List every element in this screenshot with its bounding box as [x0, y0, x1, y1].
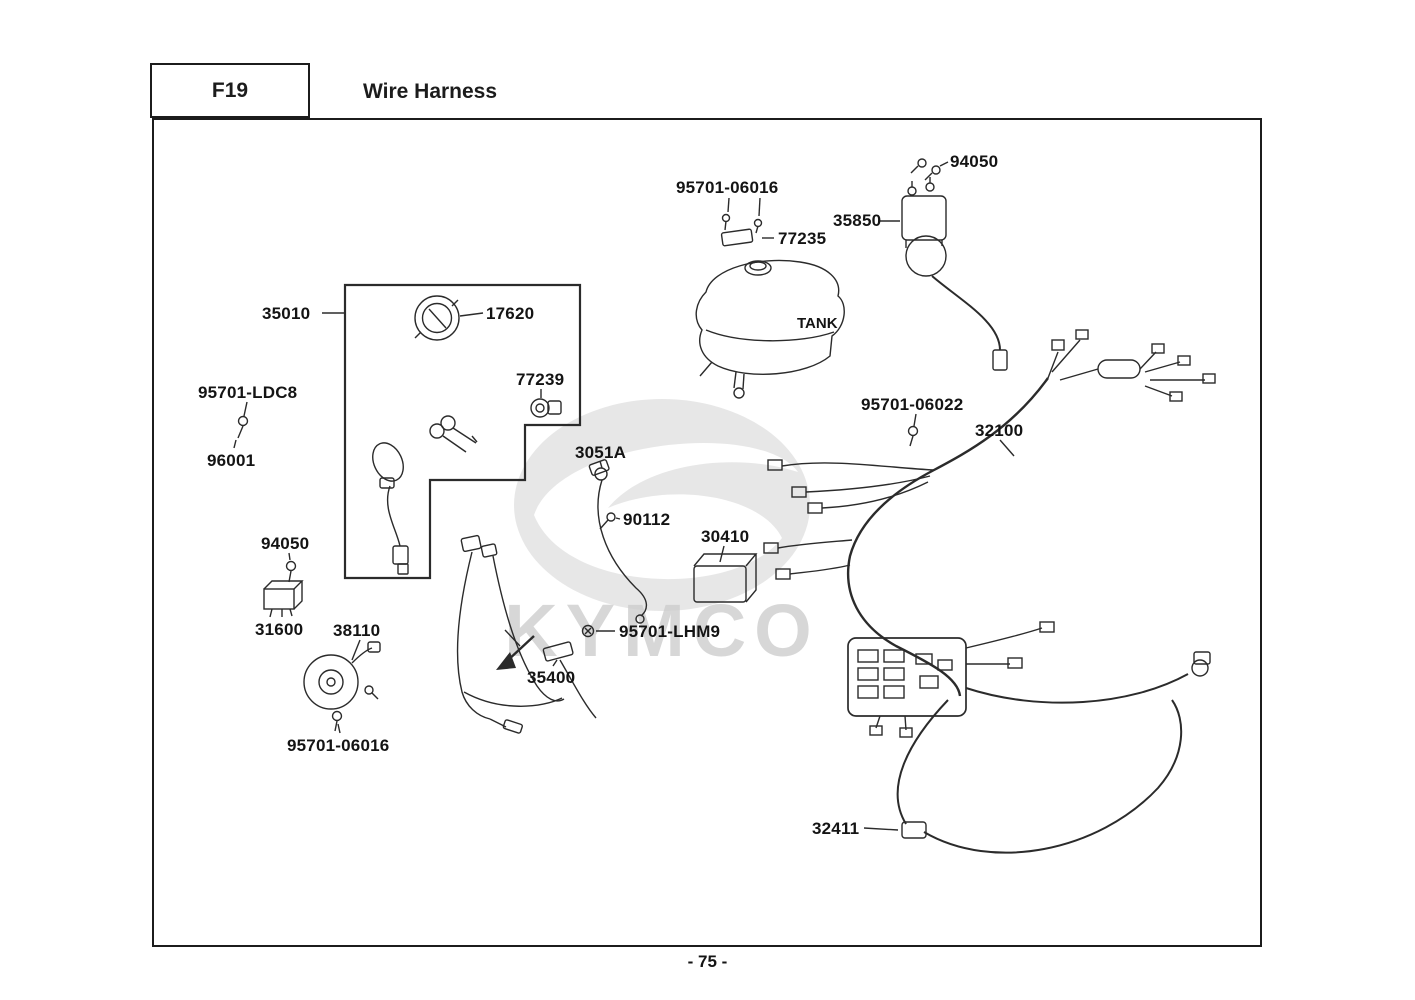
part-label-96001: 96001 — [207, 451, 256, 470]
center-stand-drawing — [456, 534, 565, 734]
part-label-35010: 35010 — [262, 304, 311, 323]
part-label-3051a: 3051A — [575, 443, 627, 462]
part-label-38110: 38110 — [333, 621, 381, 640]
part-label-77235: 77235 — [778, 229, 827, 248]
part-label-31600: 31600 — [255, 620, 304, 639]
pulse-sensor-3051a-drawing — [588, 459, 648, 624]
fuel-tank-drawing — [695, 259, 845, 399]
part-label-30410: 30410 — [701, 527, 750, 546]
screw-95701-lhm9-drawing — [581, 624, 615, 638]
cdi-unit-30410-drawing — [693, 545, 758, 603]
page-number: - 75 - — [687, 952, 728, 971]
diagram-frame — [152, 118, 1262, 947]
part-label-95701-ldc8: 95701-LDC8 — [198, 383, 298, 402]
part-label-32100: 32100 — [975, 421, 1024, 440]
section-code-box: F19 — [150, 63, 310, 118]
part-label-32411: 32411 — [812, 819, 860, 838]
section-code: F19 — [211, 78, 249, 102]
part-label-35400: 35400 — [527, 668, 576, 687]
screw-95701-ldc8-drawing — [233, 401, 249, 449]
starter-relay-35850-drawing — [878, 158, 1008, 371]
part-label-95701-06016-horn: 95701-06016 — [287, 736, 390, 755]
part-label-35850: 35850 — [833, 211, 882, 230]
side-switch-35400-drawing — [496, 635, 597, 719]
part-label-95701-lhm9: 95701-LHM9 — [619, 622, 721, 641]
part-label-95701-06016-top: 95701-06016 — [676, 178, 779, 197]
screw-95701-06022-drawing — [907, 413, 919, 447]
flasher-relay-31600-drawing — [263, 552, 304, 618]
ignition-switch-assembly-drawing — [322, 283, 582, 580]
part-label-94050-top: 94050 — [950, 152, 999, 171]
page-title: Wire Harness — [363, 80, 498, 103]
part-label-94050-mid: 94050 — [261, 534, 310, 553]
horn-38110-drawing — [303, 639, 381, 734]
wire-harness-32100-drawing — [763, 329, 1216, 738]
kymco-watermark-text: KYMCO — [504, 589, 819, 672]
part-label-17620: 17620 — [486, 304, 535, 323]
ground-cable-32411-drawing — [863, 699, 1183, 854]
part-label-77239: 77239 — [516, 370, 565, 389]
part-label-90112: 90112 — [623, 510, 671, 529]
kymco-watermark-logo — [514, 399, 810, 611]
bracket-77235-drawing — [720, 197, 774, 247]
tank-text-label: TANK — [797, 315, 838, 332]
part-label-95701-06022: 95701-06022 — [861, 395, 964, 414]
